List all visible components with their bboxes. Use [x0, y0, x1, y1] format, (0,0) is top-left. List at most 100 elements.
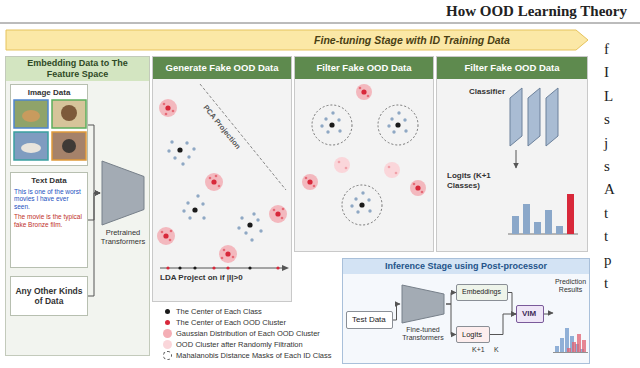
id-sample-part	[392, 130, 395, 133]
panel-ground-part	[10, 84, 88, 166]
axis-label: LDA Project on if |I|>0	[160, 273, 243, 283]
image-thumbnail-part	[22, 110, 40, 122]
logit-bar	[556, 226, 563, 234]
id-sample-part	[331, 111, 334, 114]
id-sample	[167, 111, 407, 241]
logit-bar	[545, 210, 552, 234]
id-sample-part	[367, 198, 370, 201]
classifier-layer	[546, 88, 558, 146]
id-sample-part	[201, 202, 204, 205]
legend-text: Mahalanobis Distance Masks of Each ID Cl…	[176, 351, 331, 360]
body-text-fragment: t	[604, 227, 608, 245]
logit-bar	[523, 204, 530, 234]
data-box: Any Other Kinds of Data	[10, 276, 88, 316]
mahalanobis-mask-part	[312, 105, 352, 145]
panel-ground-part	[5, 56, 150, 356]
node-text: VIM	[522, 309, 538, 319]
ood-sample-part	[165, 113, 168, 116]
ood-gaussian-part	[356, 84, 372, 100]
ood-score-bar	[577, 334, 581, 352]
ood-sample-part	[221, 257, 224, 260]
process-box: Logits	[456, 326, 490, 343]
body-text-fragment: I	[604, 63, 609, 81]
node-text: Generate Fake OOD Data	[153, 57, 291, 79]
ood-sample-part	[421, 191, 424, 194]
node-text: Logits	[462, 330, 484, 339]
lda-axis-part	[248, 266, 251, 269]
connector	[88, 193, 100, 296]
ood-score-bar	[572, 342, 576, 352]
ood-sample-part	[172, 110, 175, 113]
filtered-ood-sample-part	[338, 161, 341, 164]
ood-center-part	[163, 233, 168, 238]
class-center-part	[192, 207, 197, 212]
ood-sample-part	[170, 230, 173, 233]
inference-panel: Inference Stage using Post-processorTest…	[342, 258, 590, 364]
id-sample-part	[173, 156, 176, 159]
classifier-layer	[510, 88, 522, 146]
pca-axis	[200, 84, 286, 190]
ood-gaussian-part	[302, 174, 318, 190]
body-text-fragment: p	[604, 251, 612, 269]
id-sample-part	[397, 111, 400, 114]
id-sample-part	[185, 141, 188, 144]
ood-sample-part	[313, 185, 316, 188]
image-thumbnail-part	[14, 100, 48, 128]
mask-swatch	[163, 351, 172, 360]
panel-ground-part	[294, 56, 434, 252]
lda-axis-part	[212, 266, 215, 269]
legend-text: OOD Cluster after Randomly Filtration	[176, 340, 303, 349]
ood-center-part	[165, 105, 170, 110]
id-sample-part	[250, 238, 253, 241]
id-sample-part	[337, 118, 340, 121]
ood-center-part	[211, 179, 216, 184]
legend-swatch	[165, 309, 170, 314]
lda-axis-part	[276, 266, 279, 269]
stage-banner: Fine-tuning Stage with ID Training Data	[6, 30, 588, 50]
process-box: Test Data	[346, 311, 393, 329]
image-thumbnail-part	[52, 100, 86, 128]
id-sample-part	[252, 212, 255, 215]
node-text: Logits (K+1 Classes)	[447, 171, 507, 190]
node-text: Embeddings	[462, 288, 502, 296]
process-box: Embeddings	[456, 284, 508, 301]
id-sample-part	[188, 216, 191, 219]
lda-axis-part	[193, 266, 196, 269]
prediction-plot: Prediction Results	[553, 276, 588, 360]
image-thumbnail-part	[62, 139, 76, 153]
ood-sample-part	[218, 185, 221, 188]
ood-sample-part	[163, 103, 166, 106]
class-count: K+1	[472, 346, 485, 354]
transformer-trapezoid	[102, 161, 144, 225]
panel-ground-part	[152, 56, 292, 302]
logit-bar	[534, 222, 541, 234]
mahalanobis-mask-part	[342, 185, 382, 225]
node-text: Image Data	[14, 88, 84, 98]
stage-panel: Filter Fake OOD Data	[294, 56, 434, 252]
connector	[508, 293, 516, 315]
lda-axis-part	[282, 265, 289, 271]
id-sample-part	[390, 117, 393, 120]
ood-center-part	[307, 179, 312, 184]
stage-panel: Embedding Data to The Feature SpaceImage…	[5, 56, 150, 356]
filtered-ood-sample-part	[388, 166, 391, 169]
transformer-trapezoid	[402, 285, 444, 323]
node-text: Prediction Results	[550, 278, 591, 295]
filtered-ood-cluster-part	[334, 157, 350, 173]
transformer-shape	[400, 284, 446, 324]
image-thumbnail-part	[52, 132, 86, 160]
ood-center-part	[361, 89, 366, 94]
id-sample-part	[338, 129, 341, 132]
id-score-bar	[560, 338, 564, 352]
id-sample-part	[324, 117, 327, 120]
id-sample-part	[170, 140, 173, 143]
ood-sample-part	[359, 87, 362, 90]
id-sample-part	[187, 155, 190, 158]
mahalanobis-mask-part	[378, 105, 418, 145]
node-text: Text Data	[14, 176, 84, 186]
id-sample-part	[361, 191, 364, 194]
node-text: Pretrained Transformers	[98, 228, 148, 246]
id-sample-part	[196, 194, 199, 197]
id-sample-part	[181, 162, 184, 165]
node-text: Filter Fake OOD Data	[437, 57, 587, 79]
